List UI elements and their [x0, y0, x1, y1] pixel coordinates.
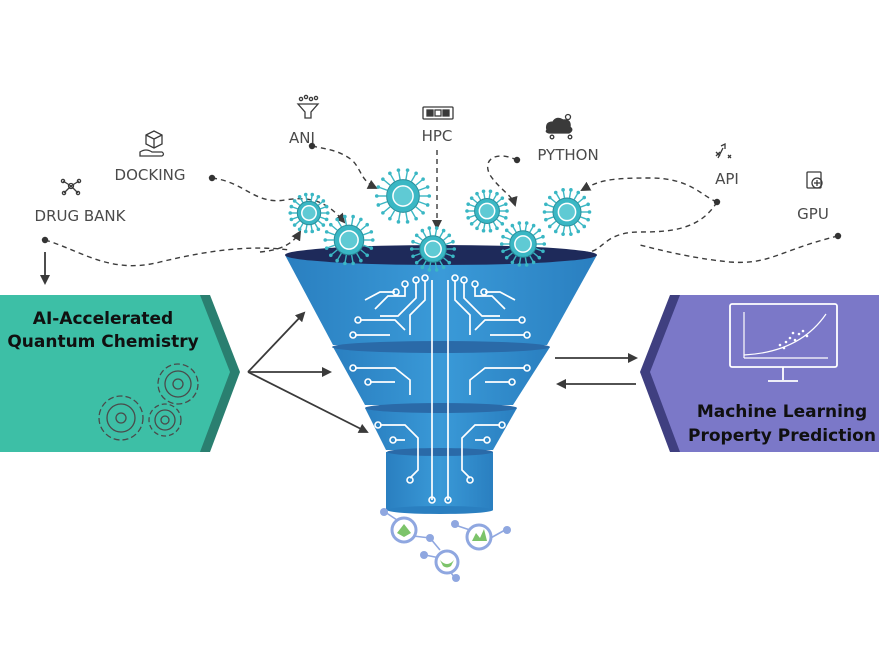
left-panel-title-line1: AI-Accelerated	[33, 309, 173, 329]
source-api: API	[715, 142, 739, 188]
output-molecule-1	[390, 516, 418, 544]
label-gpu: GPU	[797, 205, 829, 223]
drugbank-to-molecule	[259, 230, 302, 253]
source-hpc: HPC	[422, 106, 454, 145]
drugbank-path	[44, 239, 291, 267]
source-ani: ANI	[289, 94, 320, 147]
strategy-icon	[715, 142, 732, 159]
funnel-middle-tier	[333, 347, 550, 405]
funnel	[285, 245, 597, 514]
left-panel-title-line2: Quantum Chemistry	[7, 332, 198, 352]
api-path	[580, 177, 718, 203]
input-molecule	[323, 214, 375, 266]
source-dots	[41, 142, 842, 244]
right-panel: Machine Learning Property Prediction	[640, 295, 879, 452]
input-molecule	[499, 221, 547, 267]
label-drug-bank: DRUG BANK	[35, 207, 127, 225]
label-docking: DOCKING	[115, 166, 186, 184]
monitor-chart-icon	[729, 303, 838, 382]
gpu-path	[639, 235, 839, 264]
python-path	[487, 155, 518, 207]
funnel-top-tier	[285, 255, 597, 345]
right-panel-title-line2: Property Prediction	[688, 426, 876, 446]
label-ani: ANI	[289, 129, 315, 147]
input-molecule	[409, 226, 457, 272]
source-python: PYTHON	[537, 113, 599, 164]
source-paths	[40, 142, 842, 285]
output-molecule-3	[434, 549, 460, 575]
source-docking: DOCKING	[115, 130, 186, 184]
cloud-network-icon	[545, 113, 573, 140]
label-api: API	[715, 170, 739, 188]
source-drug-bank: DRUG BANK	[35, 178, 127, 225]
molecule-network-icon	[60, 178, 82, 196]
label-python: PYTHON	[537, 146, 598, 164]
input-molecules	[288, 168, 592, 272]
label-hpc: HPC	[422, 127, 453, 145]
source-labels: DRUG BANK DOCKING ANI HPC	[35, 94, 829, 225]
right-panel-title-line1: Machine Learning	[697, 402, 867, 422]
server-rack-icon	[422, 106, 454, 120]
ani-path	[311, 145, 378, 189]
circuit-pattern	[349, 274, 531, 504]
input-molecule	[465, 189, 509, 233]
hand-box-icon	[139, 130, 165, 157]
gears-icon	[98, 363, 199, 441]
right-panel-bg	[650, 295, 879, 452]
gpu-chip-icon	[806, 171, 823, 189]
funnel-spout	[386, 452, 493, 510]
source-gpu: GPU	[797, 171, 829, 223]
funnel-lower-tier	[365, 408, 517, 450]
arrow-to-top-tier	[247, 311, 306, 373]
input-molecule	[288, 192, 330, 234]
api-path-lower	[547, 201, 718, 254]
input-molecule	[374, 168, 432, 224]
input-molecule	[542, 188, 592, 236]
output-molecule-2	[465, 523, 493, 551]
arrow-to-lower-tier	[247, 371, 369, 433]
flow-arrows	[247, 311, 638, 433]
output-molecules	[380, 508, 511, 582]
left-panel: AI-Accelerated Quantum Chemistry	[0, 295, 240, 452]
funnel-icon	[296, 94, 320, 119]
